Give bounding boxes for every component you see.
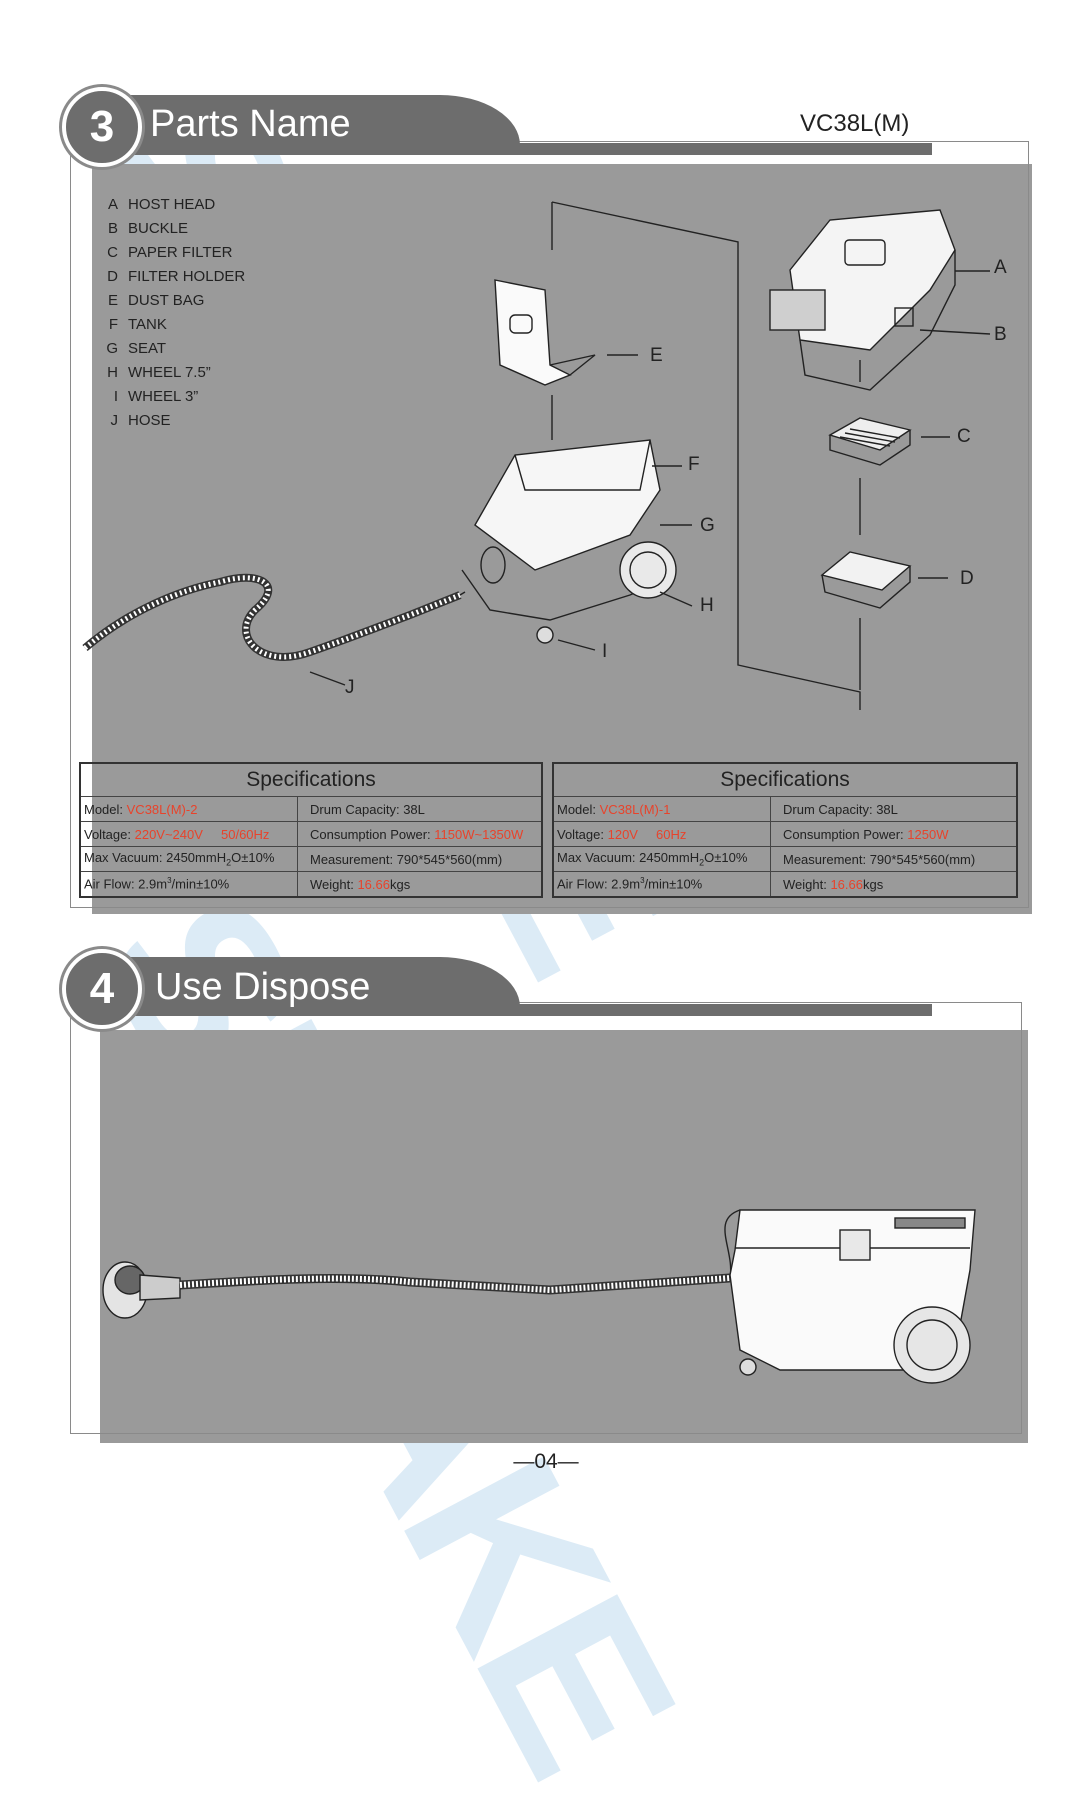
parts-frame bbox=[70, 141, 1029, 908]
parts-list-item: J HOSE bbox=[102, 409, 245, 433]
filter-holder-drawing bbox=[820, 551, 912, 609]
parts-list: A HOST HEAD B BUCKLE C PAPER FILTER D FILTER HO… bbox=[102, 193, 245, 433]
parts-list-item: I WHEEL 3” bbox=[102, 385, 245, 409]
wheel-large-drawing bbox=[619, 541, 677, 599]
spec-voltage: Voltage: 220V~240V 50/60Hz bbox=[79, 821, 298, 847]
dust-bag-drawing bbox=[494, 279, 596, 386]
model-title: VC38L(M) bbox=[800, 110, 910, 137]
part-name: DUST BAG bbox=[128, 292, 205, 309]
spec-drum: Drum Capacity: 38L bbox=[770, 796, 1018, 822]
sander-drawing bbox=[102, 1261, 181, 1319]
part-name: HOSE bbox=[128, 412, 171, 429]
part-letter: C bbox=[107, 244, 118, 261]
callout-g: G bbox=[700, 515, 715, 536]
section-number-3: 3 bbox=[62, 87, 142, 167]
part-name: HOST HEAD bbox=[128, 196, 216, 213]
parts-list-item: A HOST HEAD bbox=[102, 193, 245, 217]
part-name: TANK bbox=[128, 316, 167, 333]
spec-model: Model: VC38L(M)-1 bbox=[552, 796, 771, 822]
part-letter: F bbox=[108, 316, 118, 333]
spec-weight: Weight: 16.66kgs bbox=[770, 871, 1018, 898]
part-letter: E bbox=[107, 292, 118, 309]
spec-vacuum: Max Vacuum: 2450mmH2O±10% bbox=[552, 846, 771, 872]
part-letter: D bbox=[107, 268, 118, 285]
parts-list-item: C PAPER FILTER bbox=[102, 241, 245, 265]
part-name: SEAT bbox=[128, 340, 167, 357]
section-number-4: 4 bbox=[62, 949, 142, 1029]
spec-vacuum: Max Vacuum: 2450mmH2O±10% bbox=[79, 846, 298, 872]
spec-voltage: Voltage: 120V 60Hz bbox=[552, 821, 771, 847]
spec-airflow: Air Flow: 2.9m3/min±10% bbox=[79, 871, 298, 898]
spec-table-2: Specifications Model: VC38L(M)-1 Drum Ca… bbox=[552, 762, 1018, 898]
part-name: BUCKLE bbox=[128, 220, 189, 237]
spec-power: Consumption Power: 1250W bbox=[770, 821, 1018, 847]
spec-drum: Drum Capacity: 38L bbox=[297, 796, 543, 822]
callout-e: E bbox=[650, 345, 663, 366]
wheel-small-drawing bbox=[536, 626, 554, 644]
parts-list-item: F TANK bbox=[102, 313, 245, 337]
part-letter: G bbox=[106, 340, 118, 357]
page-number: —04— bbox=[513, 1450, 579, 1473]
callout-j: J bbox=[345, 677, 355, 698]
use-frame bbox=[70, 1002, 1022, 1434]
parts-list-item: H WHEEL 7.5” bbox=[102, 361, 245, 385]
callout-f: F bbox=[688, 454, 700, 475]
exploded-diagram bbox=[82, 201, 991, 710]
connector-line-top bbox=[551, 201, 861, 710]
part-letter: B bbox=[107, 220, 118, 237]
spec-airflow: Air Flow: 2.9m3/min±10% bbox=[552, 871, 771, 898]
spec-model: Model: VC38L(M)-2 bbox=[79, 796, 298, 822]
spec-title: Specifications bbox=[79, 762, 543, 797]
host-head-drawing bbox=[769, 209, 956, 391]
callout-i: I bbox=[602, 641, 608, 662]
use-header-tab bbox=[100, 957, 520, 1007]
tank-drawing bbox=[461, 439, 676, 621]
spec-measurement: Measurement: 790*545*560(mm) bbox=[297, 846, 543, 872]
callout-b: B bbox=[994, 324, 1007, 345]
part-letter: J bbox=[110, 412, 119, 429]
spec-power: Consumption Power: 1150W~1350W bbox=[297, 821, 543, 847]
part-letter: H bbox=[107, 364, 118, 381]
parts-header-tab bbox=[100, 95, 520, 145]
vacuum-body-drawing bbox=[729, 1209, 976, 1384]
callout-d: D bbox=[960, 568, 974, 589]
spec-title: Specifications bbox=[552, 762, 1018, 797]
spec-weight: Weight: 16.66kgs bbox=[297, 871, 543, 898]
part-name: WHEEL 7.5” bbox=[128, 364, 211, 381]
paper-filter-drawing bbox=[828, 417, 912, 466]
callout-c: C bbox=[957, 426, 971, 447]
part-letter: I bbox=[113, 388, 118, 405]
part-name: PAPER FILTER bbox=[128, 244, 233, 261]
part-name: WHEEL 3” bbox=[128, 388, 199, 405]
use-section-title: Use Dispose bbox=[155, 966, 371, 1008]
callout-h: H bbox=[700, 595, 714, 616]
spec-table-1: Specifications Model: VC38L(M)-2 Drum Ca… bbox=[79, 762, 543, 898]
parts-list-item: E DUST BAG bbox=[102, 289, 245, 313]
spec-measurement: Measurement: 790*545*560(mm) bbox=[770, 846, 1018, 872]
callout-a: A bbox=[994, 257, 1007, 278]
part-name: FILTER HOLDER bbox=[128, 268, 246, 285]
parts-header-bar bbox=[100, 143, 932, 155]
part-letter: A bbox=[107, 196, 118, 213]
usage-diagram bbox=[102, 1209, 976, 1384]
parts-section-title: Parts Name bbox=[150, 103, 351, 145]
parts-list-item: G SEAT bbox=[102, 337, 245, 361]
use-header-bar bbox=[100, 1004, 932, 1016]
parts-list-item: D FILTER HOLDER bbox=[102, 265, 245, 289]
parts-list-item: B BUCKLE bbox=[102, 217, 245, 241]
